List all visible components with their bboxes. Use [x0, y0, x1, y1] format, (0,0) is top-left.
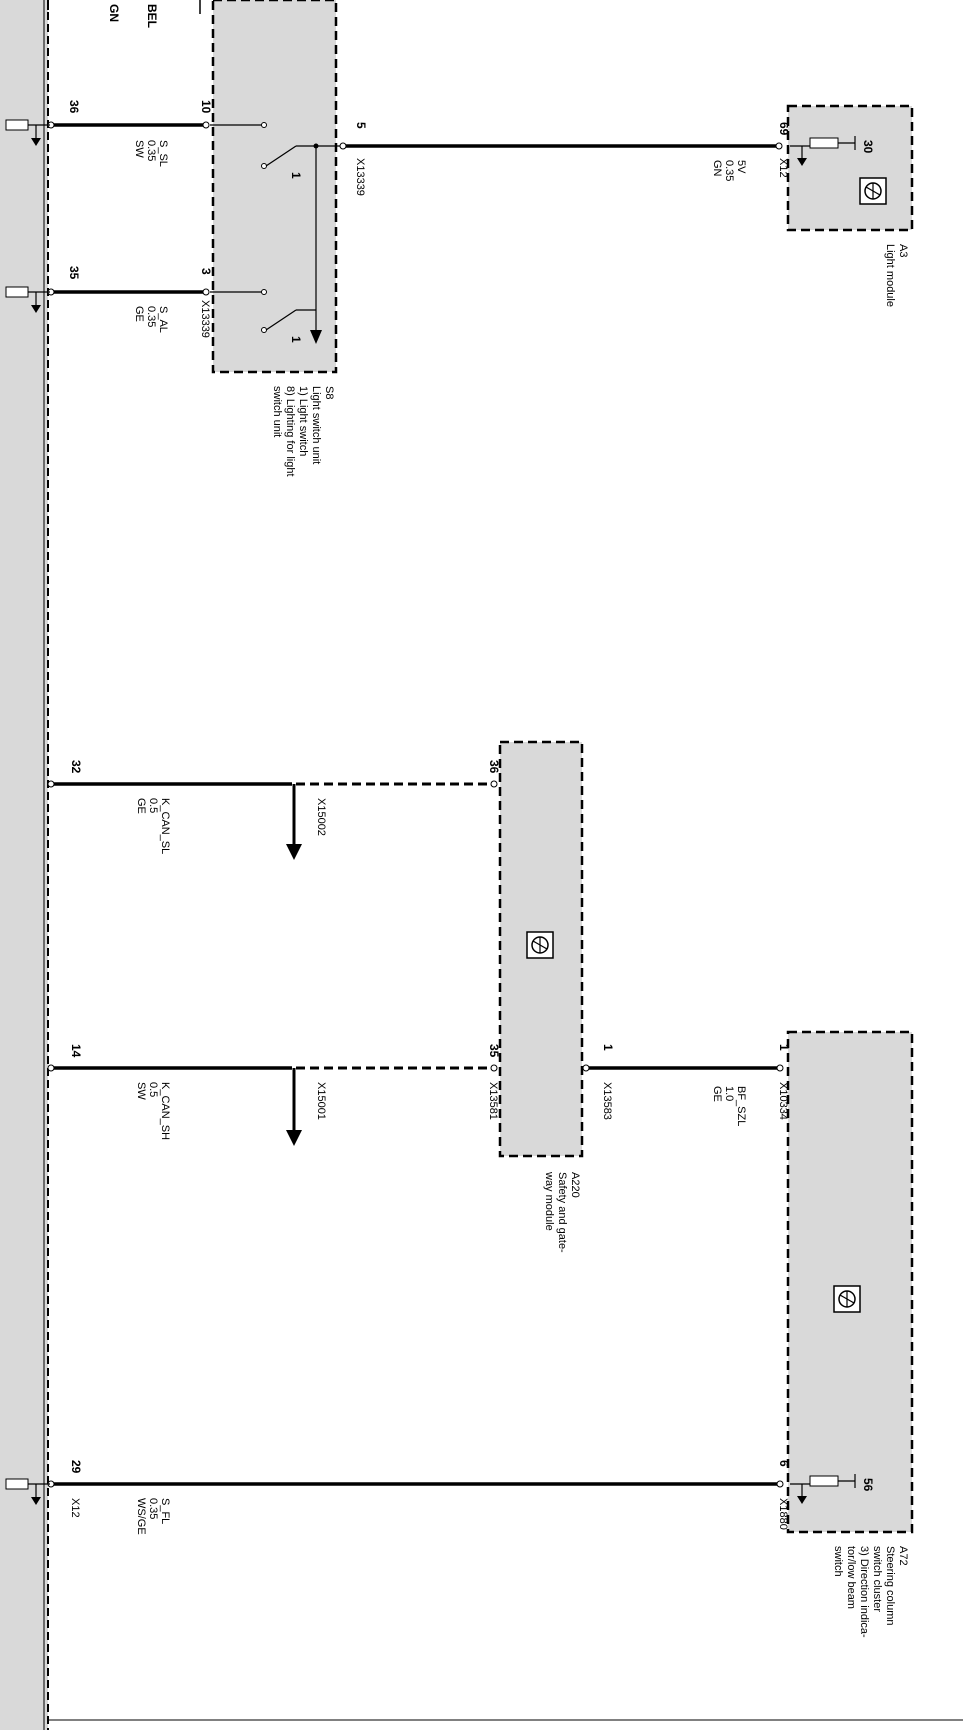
- a72-ground-icon: [833, 1285, 861, 1313]
- a72-connector-bottom: X1880: [777, 1498, 789, 1530]
- left-terminal-35: [5, 286, 50, 313]
- svg-text:SW: SW: [133, 140, 145, 158]
- a220-connector-right: X13583: [601, 1082, 613, 1120]
- top-left-label-2: GN: [107, 4, 121, 22]
- a72-desc-line-5: switch: [832, 1546, 844, 1577]
- svg-text:5V: 5V: [735, 160, 747, 174]
- a220-pin-36: 36: [487, 760, 501, 774]
- svg-text:K_CAN_SH: K_CAN_SH: [159, 1082, 171, 1140]
- top-left-label-1: BEL: [145, 4, 159, 28]
- a3-description: A3 Light module: [884, 244, 909, 307]
- s8-id: S8: [323, 386, 335, 399]
- svg-text:GE: GE: [135, 798, 147, 814]
- s8-desc-line-2: 1) Light switch: [297, 386, 309, 456]
- svg-text:SW: SW: [135, 1082, 147, 1100]
- a220-desc-line-1: Safety and gate-: [556, 1172, 568, 1253]
- a3-wire-label: 5V 0.35 GN: [711, 160, 747, 181]
- svg-text:S_FL: S_FL: [159, 1498, 171, 1524]
- svg-text:BF_SZL: BF_SZL: [735, 1086, 747, 1126]
- a72-id: A72: [897, 1546, 909, 1566]
- wire-s-fl-label: S_FL 0.35 WS/GE: [135, 1498, 171, 1535]
- a3-name: Light module: [884, 244, 896, 307]
- svg-text:0.35: 0.35: [145, 306, 157, 327]
- a72-pin-6: 6: [777, 1460, 791, 1467]
- pin-29: 29: [69, 1460, 83, 1474]
- svg-text:0.5: 0.5: [147, 1082, 159, 1097]
- a72-wire-label: BF_SZL 1.0 GE: [711, 1086, 747, 1126]
- left-terminal-36: [5, 119, 50, 146]
- s8-desc-line-4: switch unit: [271, 386, 283, 437]
- s8-contact-label-1: 1: [289, 172, 303, 179]
- a220-connector: X13581: [487, 1082, 499, 1120]
- svg-text:S_AL: S_AL: [157, 306, 169, 333]
- wire-s-sl-label: S_SL 0.35 SW: [133, 140, 169, 167]
- s8-pin-3: 3: [199, 268, 213, 275]
- splice-x15001: X15001: [315, 1082, 327, 1120]
- left-connector-x12: X12: [69, 1498, 81, 1518]
- wire-s-al-label: S_AL 0.35 GE: [133, 306, 169, 333]
- a72-desc-line-4: tor/low beam: [845, 1546, 857, 1609]
- a220-id: A220: [569, 1172, 581, 1198]
- s8-contact-label-2: 1: [289, 336, 303, 343]
- wire-k-can-sl-label: K_CAN_SL 0.5 GE: [135, 798, 171, 854]
- left-module-band: [0, 0, 48, 1730]
- s8-description: S8 Light switch unit 1) Light switch 8) …: [271, 386, 335, 477]
- a220-pin-1: 1: [601, 1044, 615, 1051]
- x15001-arrow-icon: [286, 1130, 302, 1146]
- svg-text:WS/GE: WS/GE: [135, 1498, 147, 1535]
- left-terminal-29: [5, 1478, 50, 1505]
- pin-14: 14: [69, 1044, 83, 1058]
- s8-desc-line-1: Light switch unit: [310, 386, 322, 464]
- s8-connector-right: X13339: [354, 158, 366, 196]
- top-left-label-group: BEL: [145, 4, 159, 28]
- a72-desc-line-1: Steering column: [884, 1546, 896, 1626]
- svg-text:0.5: 0.5: [147, 798, 159, 813]
- x15002-arrow-icon: [286, 844, 302, 860]
- a3-id: A3: [897, 244, 909, 257]
- a72-pin-1: 1: [777, 1044, 791, 1051]
- s8-desc-line-3: 8) Lighting for light: [284, 386, 296, 477]
- svg-text:GE: GE: [711, 1086, 723, 1102]
- a72-desc-line-3: 3) Direction indica-: [858, 1546, 870, 1638]
- a220-description: A220 Safety and gate- way module: [543, 1171, 581, 1253]
- a72-description: A72 Steering column switch cluster 3) Di…: [832, 1546, 909, 1638]
- wire-k-can-sh-label: K_CAN_SH 0.5 SW: [135, 1082, 171, 1140]
- a3-module-box: [786, 104, 914, 232]
- svg-text:S_SL: S_SL: [157, 140, 169, 167]
- s8-pin-10: 10: [199, 100, 213, 114]
- a72-connector-top: X10334: [777, 1082, 789, 1120]
- a220-desc-line-2: way module: [543, 1171, 555, 1231]
- svg-text:K_CAN_SL: K_CAN_SL: [159, 798, 171, 854]
- svg-text:0.35: 0.35: [145, 140, 157, 161]
- s8-pin-5: 5: [354, 122, 368, 129]
- a220-ground-icon: [526, 931, 554, 959]
- a3-connector: X12: [777, 158, 789, 178]
- pin-36: 36: [67, 100, 81, 114]
- svg-text:0.35: 0.35: [723, 160, 735, 181]
- svg-text:GN: GN: [711, 160, 723, 177]
- svg-text:1.0: 1.0: [723, 1086, 735, 1101]
- a72-internal-pin: 56: [861, 1478, 875, 1492]
- s8-connector: X13339: [199, 300, 211, 338]
- pin-35: 35: [67, 266, 81, 280]
- a72-desc-line-2: switch cluster: [871, 1546, 883, 1612]
- splice-x15002: X15002: [315, 798, 327, 836]
- a220-pin-35: 35: [487, 1044, 501, 1058]
- a3-ground-icon: [859, 177, 887, 205]
- a72-module-box: [786, 1030, 914, 1534]
- a3-internal-pin: 30: [861, 140, 875, 154]
- s8-switch-contact-1: [265, 145, 297, 167]
- s8-switch-contact-2: [265, 309, 297, 331]
- svg-text:0.35: 0.35: [147, 1498, 159, 1519]
- svg-text:GE: GE: [133, 306, 145, 322]
- s8-module-box: [211, 0, 338, 374]
- pin-32: 32: [69, 760, 83, 774]
